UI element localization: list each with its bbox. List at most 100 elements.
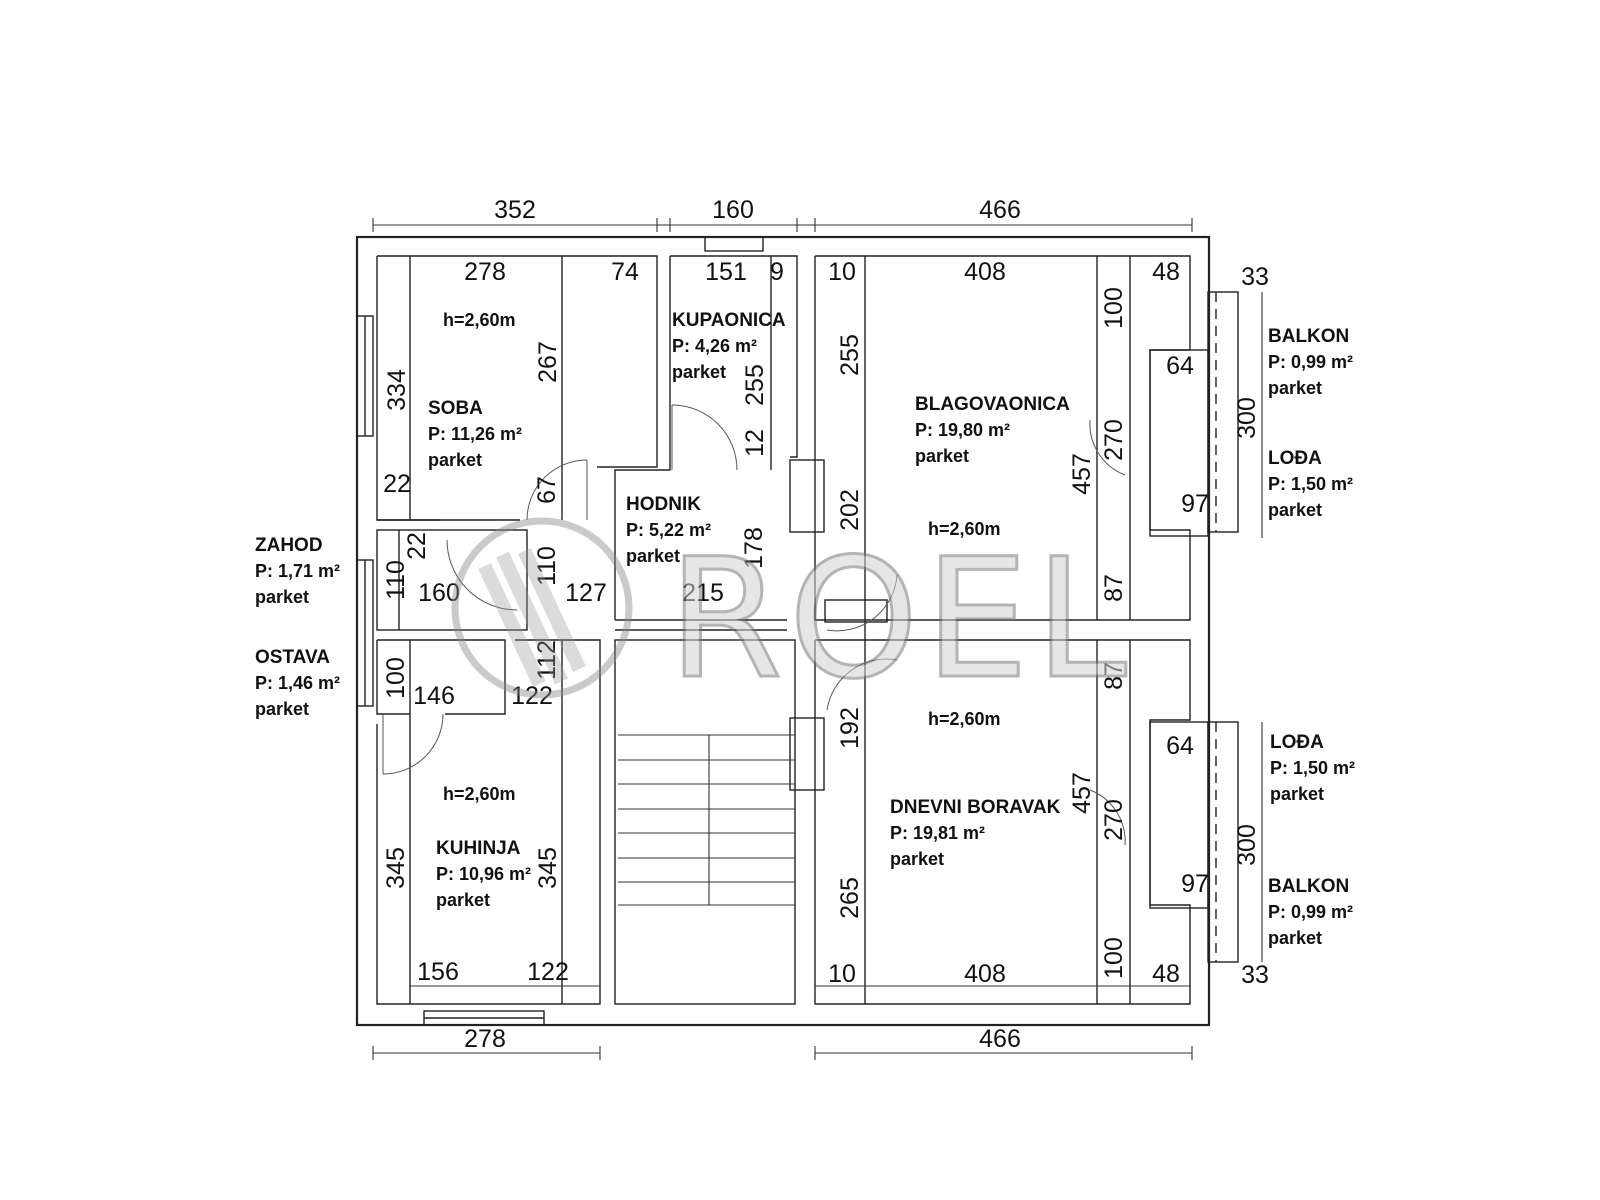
- interior-walls: [376, 255, 1239, 1005]
- dim-dnevni-bottom-3: 48: [1152, 960, 1180, 988]
- dim-hall-2: 22: [403, 532, 431, 560]
- dim-hall-5: 160: [418, 579, 460, 607]
- dim-kupaonica-top-1: 151: [705, 258, 747, 286]
- balkon-bottom-name: BALKON: [1268, 876, 1349, 897]
- dim-balcony-3: 87: [1100, 574, 1128, 602]
- balkon-top-name: BALKON: [1268, 326, 1349, 347]
- dim-ostava-1: 100: [382, 657, 410, 699]
- dim-balcony-12: 300: [1233, 824, 1261, 866]
- kupaonica-floor: parket: [672, 362, 726, 382]
- room-kuhinja: h=2,60m KUHINJA P: 10,96 m² parket: [436, 784, 531, 910]
- room-loda-bottom: LOĐA P: 1,50 m² parket: [1270, 732, 1355, 804]
- dnevni-name: DNEVNI BORAVAK: [890, 797, 1061, 818]
- balkon-top-area: P: 0,99 m²: [1268, 352, 1353, 372]
- dim-balcony-9: 64: [1166, 732, 1194, 760]
- kuhinja-name: KUHINJA: [436, 838, 521, 859]
- dim-soba-side-2: 22: [383, 470, 411, 498]
- loda-bottom-floor: parket: [1270, 784, 1324, 804]
- room-zahod: ZAHOD P: 1,71 m² parket: [255, 535, 340, 607]
- dim-kuhinja-3: 156: [417, 958, 459, 986]
- dim-kupaonica-top-2: 9: [770, 258, 784, 286]
- ostava-area: P: 1,46 m²: [255, 673, 340, 693]
- dim-balcony-1: 100: [1100, 287, 1128, 329]
- dim-hall-3: 110: [382, 560, 410, 600]
- room-blagovaonica: BLAGOVAONICA P: 19,80 m² parket h=2,60m: [915, 394, 1070, 539]
- room-loda-top: LOĐA P: 1,50 m² parket: [1268, 448, 1353, 520]
- dimension-labels: 352 160 466 278 466 278 74 151 9 10 408 …: [382, 196, 1269, 1053]
- room-hodnik: HODNIK P: 5,22 m² parket: [626, 494, 711, 566]
- ostava-floor: parket: [255, 699, 309, 719]
- dim-blago-side-3: 457: [1068, 453, 1096, 495]
- door-swings: [382, 404, 1126, 846]
- ostava-name: OSTAVA: [255, 647, 330, 668]
- room-kupaonica: KUPAONICA P: 4,26 m² parket: [672, 310, 786, 382]
- dim-blago-top-2: 408: [964, 258, 1006, 286]
- blagovaonica-height: h=2,60m: [928, 519, 1001, 539]
- hodnik-floor: parket: [626, 546, 680, 566]
- dnevni-area: P: 19,81 m²: [890, 823, 985, 843]
- dim-dnevni-bottom-2: 408: [964, 960, 1006, 988]
- dim-soba-top-2: 74: [611, 258, 639, 286]
- dim-kupaonica-side-1: 255: [741, 364, 769, 406]
- loda-top-name: LOĐA: [1268, 448, 1322, 469]
- dim-hall-6: 127: [565, 579, 607, 607]
- hodnik-area: P: 5,22 m²: [626, 520, 711, 540]
- kupaonica-name: KUPAONICA: [672, 310, 786, 331]
- loda-bottom-area: P: 1,50 m²: [1270, 758, 1355, 778]
- dim-kuhinja-4: 122: [527, 958, 569, 986]
- loda-top-area: P: 1,50 m²: [1268, 474, 1353, 494]
- dim-dnevni-side-1: 192: [836, 707, 864, 749]
- blagovaonica-floor: parket: [915, 446, 969, 466]
- staircase: [618, 734, 795, 906]
- blagovaonica-name: BLAGOVAONICA: [915, 394, 1070, 415]
- dim-balcony-8: 97: [1181, 490, 1209, 518]
- dim-balcony-4: 87: [1100, 662, 1128, 690]
- room-ostava: OSTAVA P: 1,46 m² parket: [255, 647, 340, 719]
- kupaonica-area: P: 4,26 m²: [672, 336, 757, 356]
- dim-dnevni-side-3: 457: [1068, 772, 1096, 814]
- watermark-text: ROEL: [668, 523, 1133, 715]
- dim-hall-8: 178: [740, 527, 768, 569]
- dimension-lines: [372, 218, 1263, 1060]
- room-soba: h=2,60m SOBA P: 11,26 m² parket: [428, 310, 522, 470]
- room-balkon-top: BALKON P: 0,99 m² parket: [1268, 326, 1353, 398]
- dim-kuhinja-2: 345: [534, 847, 562, 889]
- dim-blago-side-2: 202: [836, 489, 864, 531]
- dim-balcony-5: 270: [1100, 799, 1128, 841]
- zahod-name: ZAHOD: [255, 535, 323, 556]
- dim-soba-top-1: 278: [464, 258, 506, 286]
- dim-balcony-2: 270: [1100, 419, 1128, 461]
- soba-name: SOBA: [428, 398, 483, 419]
- dim-ostava-2: 146: [413, 682, 455, 710]
- dim-outer-bottom-2: 466: [979, 1025, 1021, 1053]
- soba-area: P: 11,26 m²: [428, 424, 522, 444]
- balkon-bottom-area: P: 0,99 m²: [1268, 902, 1353, 922]
- balkon-top-floor: parket: [1268, 378, 1322, 398]
- dim-balcony-10: 97: [1181, 870, 1209, 898]
- dim-blago-top-1: 10: [828, 258, 856, 286]
- dim-soba-side-3: 267: [534, 341, 562, 383]
- kuhinja-floor: parket: [436, 890, 490, 910]
- dim-hall-10: 122: [511, 682, 553, 710]
- dim-hall-1: 67: [533, 476, 561, 504]
- dim-kupaonica-side-2: 12: [741, 429, 769, 457]
- soba-floor: parket: [428, 450, 482, 470]
- dim-side-right-top: 33: [1241, 263, 1269, 291]
- room-balkon-bottom: BALKON P: 0,99 m² parket: [1268, 876, 1353, 948]
- dim-hall-7: 215: [682, 579, 724, 607]
- outer-walls: [355, 235, 1211, 1027]
- dim-side-right-bottom: 33: [1241, 961, 1269, 989]
- soba-height: h=2,60m: [443, 310, 516, 330]
- zahod-floor: parket: [255, 587, 309, 607]
- dim-hall-4: 110: [533, 546, 561, 586]
- loda-top-floor: parket: [1268, 500, 1322, 520]
- roel-watermark: ROEL: [451, 517, 1133, 717]
- room-dnevni-boravak: h=2,60m DNEVNI BORAVAK P: 19,81 m² parke…: [890, 709, 1061, 869]
- kuhinja-area: P: 10,96 m²: [436, 864, 531, 884]
- dim-outer-top-1: 352: [494, 196, 536, 224]
- dim-dnevni-bottom-1: 10: [828, 960, 856, 988]
- dim-balcony-11: 300: [1233, 397, 1261, 439]
- blagovaonica-area: P: 19,80 m²: [915, 420, 1010, 440]
- dim-dnevni-side-2: 265: [836, 877, 864, 919]
